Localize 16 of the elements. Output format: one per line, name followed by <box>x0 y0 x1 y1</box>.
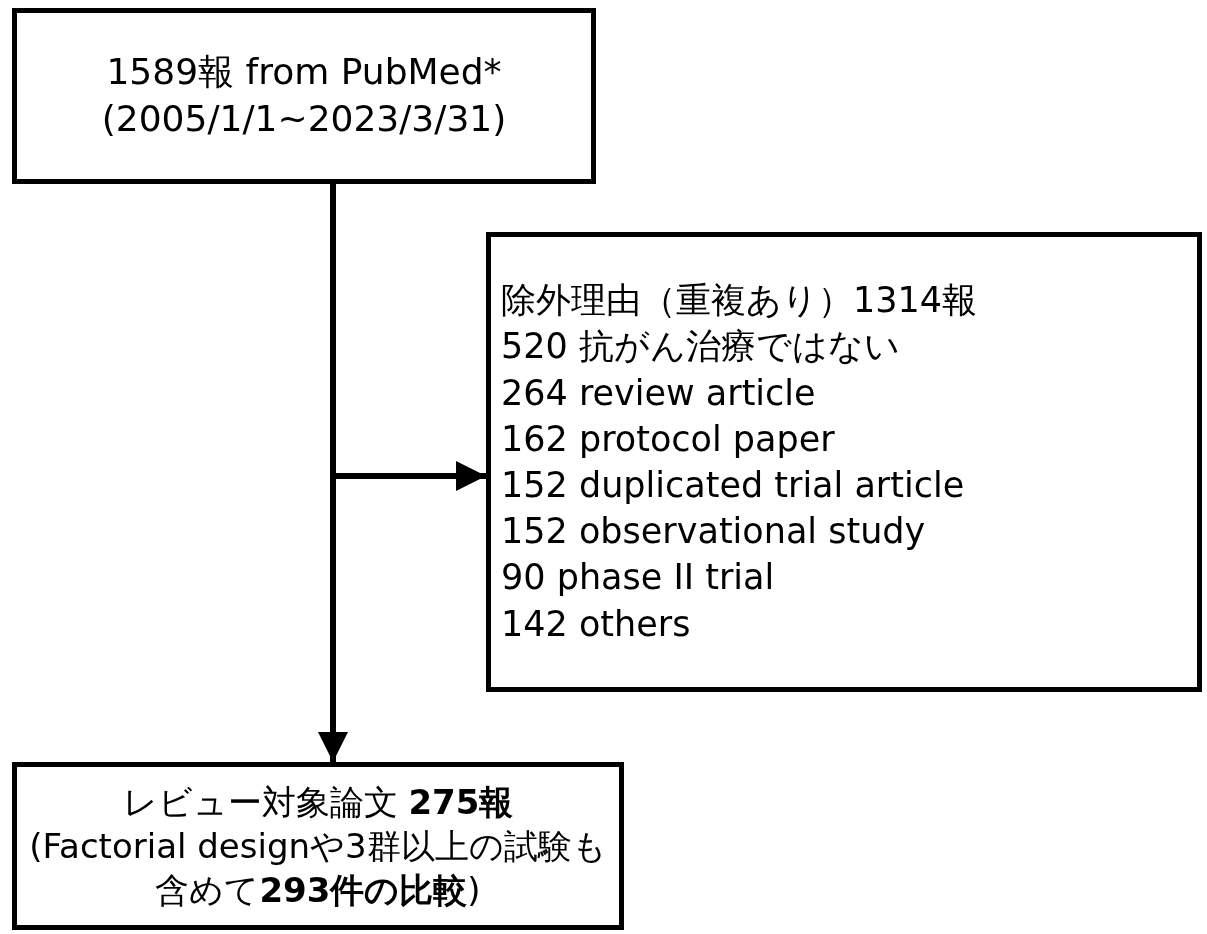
list-item-text: 264 review article <box>501 371 817 415</box>
source-box <box>12 8 596 184</box>
heading-text: 除外理由（重複あり）1314報 <box>501 279 979 323</box>
list-item-text: 152 observational study <box>501 510 927 554</box>
list-item-text: 142 others <box>501 602 692 646</box>
exclusion-box <box>486 232 1202 692</box>
list-item-text: 162 protocol paper <box>501 417 836 461</box>
box-text: (Factorial designや3群以上の試験も含めて293件の比較) <box>28 824 608 913</box>
box-text: レビュー対象論文 275報 <box>121 780 515 824</box>
list-item-text: 90 phase II trial <box>501 556 776 600</box>
box-text: 1589報 from PubMed* <box>105 50 503 95</box>
arrow <box>330 184 486 491</box>
result-box <box>12 762 624 930</box>
list-item-text: 520 抗がん治療ではない <box>501 325 901 369</box>
box-text: (2005/1/1~2023/3/31) <box>100 97 508 141</box>
list-item-text: 152 duplicated trial article <box>501 464 966 507</box>
